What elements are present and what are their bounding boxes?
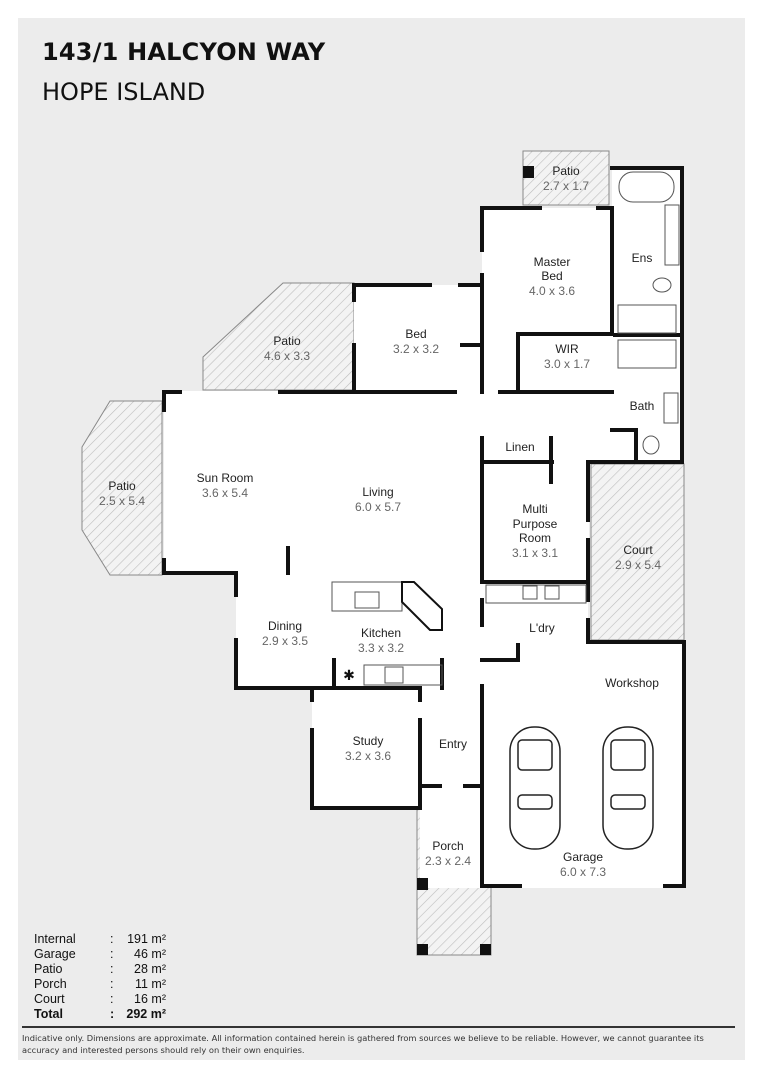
area-value: 11 m² — [134, 977, 166, 991]
toilet-icon — [642, 435, 660, 455]
vanity-icon — [664, 204, 680, 266]
room-dim-patio-left: 2.5 x 5.4 — [99, 494, 145, 508]
area-separator: : — [110, 992, 114, 1006]
room-label-patio-top: Patio — [552, 164, 580, 178]
property-address: 143/1 HALCYON WAY — [42, 38, 326, 66]
room-label-bath: Bath — [630, 399, 655, 413]
room-label-living: Living — [362, 485, 393, 499]
area-separator: : — [110, 1007, 115, 1021]
laundry-tub-icon — [522, 585, 538, 600]
room-label-study: Study — [353, 734, 384, 748]
area-separator: : — [110, 962, 114, 976]
area-row-internal: Internal : 191 m² — [34, 932, 166, 947]
room-label-wir: WIR — [555, 342, 579, 356]
area-label: Porch — [34, 977, 67, 991]
room-label-entry: Entry — [439, 737, 467, 751]
room-label-kitchen: Kitchen — [361, 626, 401, 640]
area-label: Patio — [34, 962, 63, 976]
room-dim-patio-top: 2.7 x 1.7 — [543, 179, 589, 193]
room-label-dining: Dining — [268, 619, 302, 633]
disclaimer-text: Indicative only. Dimensions are approxim… — [22, 1033, 704, 1055]
room-dim-master-bed: 4.0 x 3.6 — [529, 284, 575, 298]
shower-icon — [617, 339, 677, 369]
area-value: 292 m² — [126, 1007, 166, 1021]
room-dim-dining: 2.9 x 3.5 — [262, 634, 308, 648]
room-label-ens: Ens — [632, 251, 653, 265]
area-value: 28 m² — [134, 962, 166, 976]
room-label-laundry: L'dry — [529, 621, 555, 635]
room-dim-garage: 6.0 x 7.3 — [560, 865, 606, 879]
area-row-total: Total : 292 m² — [34, 1007, 166, 1022]
toilet-icon — [652, 277, 672, 293]
property-suburb: HOPE ISLAND — [42, 78, 206, 106]
area-row-porch: Porch : 11 m² — [34, 977, 166, 992]
porch-posts — [417, 166, 534, 955]
room-dim-sun-room: 3.6 x 5.4 — [202, 486, 248, 500]
room-label-patio-left: Patio — [108, 479, 136, 493]
area-row-garage: Garage : 46 m² — [34, 947, 166, 962]
sink-icon — [354, 591, 380, 609]
laundry-bench-icon — [485, 584, 587, 604]
area-summary-table: Internal : 191 m² Garage : 46 m² Patio :… — [34, 932, 166, 1022]
area-value: 16 m² — [134, 992, 166, 1006]
shower-icon — [617, 304, 677, 334]
area-label: Garage — [34, 947, 76, 961]
kitchen-bench-icon — [363, 664, 443, 686]
bathtub-icon — [618, 171, 675, 203]
room-label-linen: Linen — [505, 440, 534, 454]
walls — [162, 166, 686, 888]
room-dim-porch: 2.3 x 2.4 — [425, 854, 471, 868]
room-label-garage: Garage — [563, 850, 603, 864]
room-dim-court: 2.9 x 5.4 — [615, 558, 661, 572]
room-label-patio-mid: Patio — [273, 334, 301, 348]
area-row-patio: Patio : 28 m² — [34, 962, 166, 977]
room-dim-multi-purpose: 3.1 x 3.1 — [512, 546, 558, 560]
area-separator: : — [110, 947, 114, 961]
room-label-workshop: Workshop — [605, 676, 659, 690]
area-row-court: Court : 16 m² — [34, 992, 166, 1007]
room-label-master-bed-1: Master — [534, 255, 571, 269]
area-value: 191 m² — [127, 932, 166, 946]
room-labels: Patio 2.7 x 1.7 Master Bed 4.0 x 3.6 Ens… — [99, 164, 661, 879]
room-dim-wir: 3.0 x 1.7 — [544, 357, 590, 371]
room-dim-patio-mid: 4.6 x 3.3 — [264, 349, 310, 363]
room-label-sun-room: Sun Room — [197, 471, 254, 485]
room-dim-bed: 3.2 x 3.2 — [393, 342, 439, 356]
area-separator: : — [110, 977, 114, 991]
fridge-icon: ✱ — [343, 668, 355, 684]
room-dim-study: 3.2 x 3.6 — [345, 749, 391, 763]
fixtures — [331, 171, 680, 686]
area-separator: : — [110, 932, 114, 946]
patio-top-area — [522, 150, 610, 206]
car-icon — [509, 726, 561, 850]
laundry-tub-icon — [544, 585, 560, 600]
room-label-court: Court — [623, 543, 653, 557]
area-value: 46 m² — [134, 947, 166, 961]
room-label-porch: Porch — [432, 839, 463, 853]
room-label-multi-purpose-1: Multi — [522, 502, 547, 516]
room-label-multi-purpose-3: Room — [519, 531, 551, 545]
footer-divider — [22, 1026, 735, 1028]
area-label: Court — [34, 992, 65, 1006]
kitchen-corner-bench-icon — [401, 581, 443, 631]
room-label-multi-purpose-2: Purpose — [513, 517, 558, 531]
room-label-master-bed-2: Bed — [541, 269, 562, 283]
cooktop-icon — [384, 666, 404, 684]
room-dim-living: 6.0 x 5.7 — [355, 500, 401, 514]
room-label-bed: Bed — [405, 327, 426, 341]
area-label: Internal — [34, 932, 76, 946]
vanity-icon — [663, 392, 679, 424]
area-label: Total — [34, 1007, 63, 1021]
room-dim-kitchen: 3.3 x 3.2 — [358, 641, 404, 655]
car-icon — [602, 726, 654, 850]
